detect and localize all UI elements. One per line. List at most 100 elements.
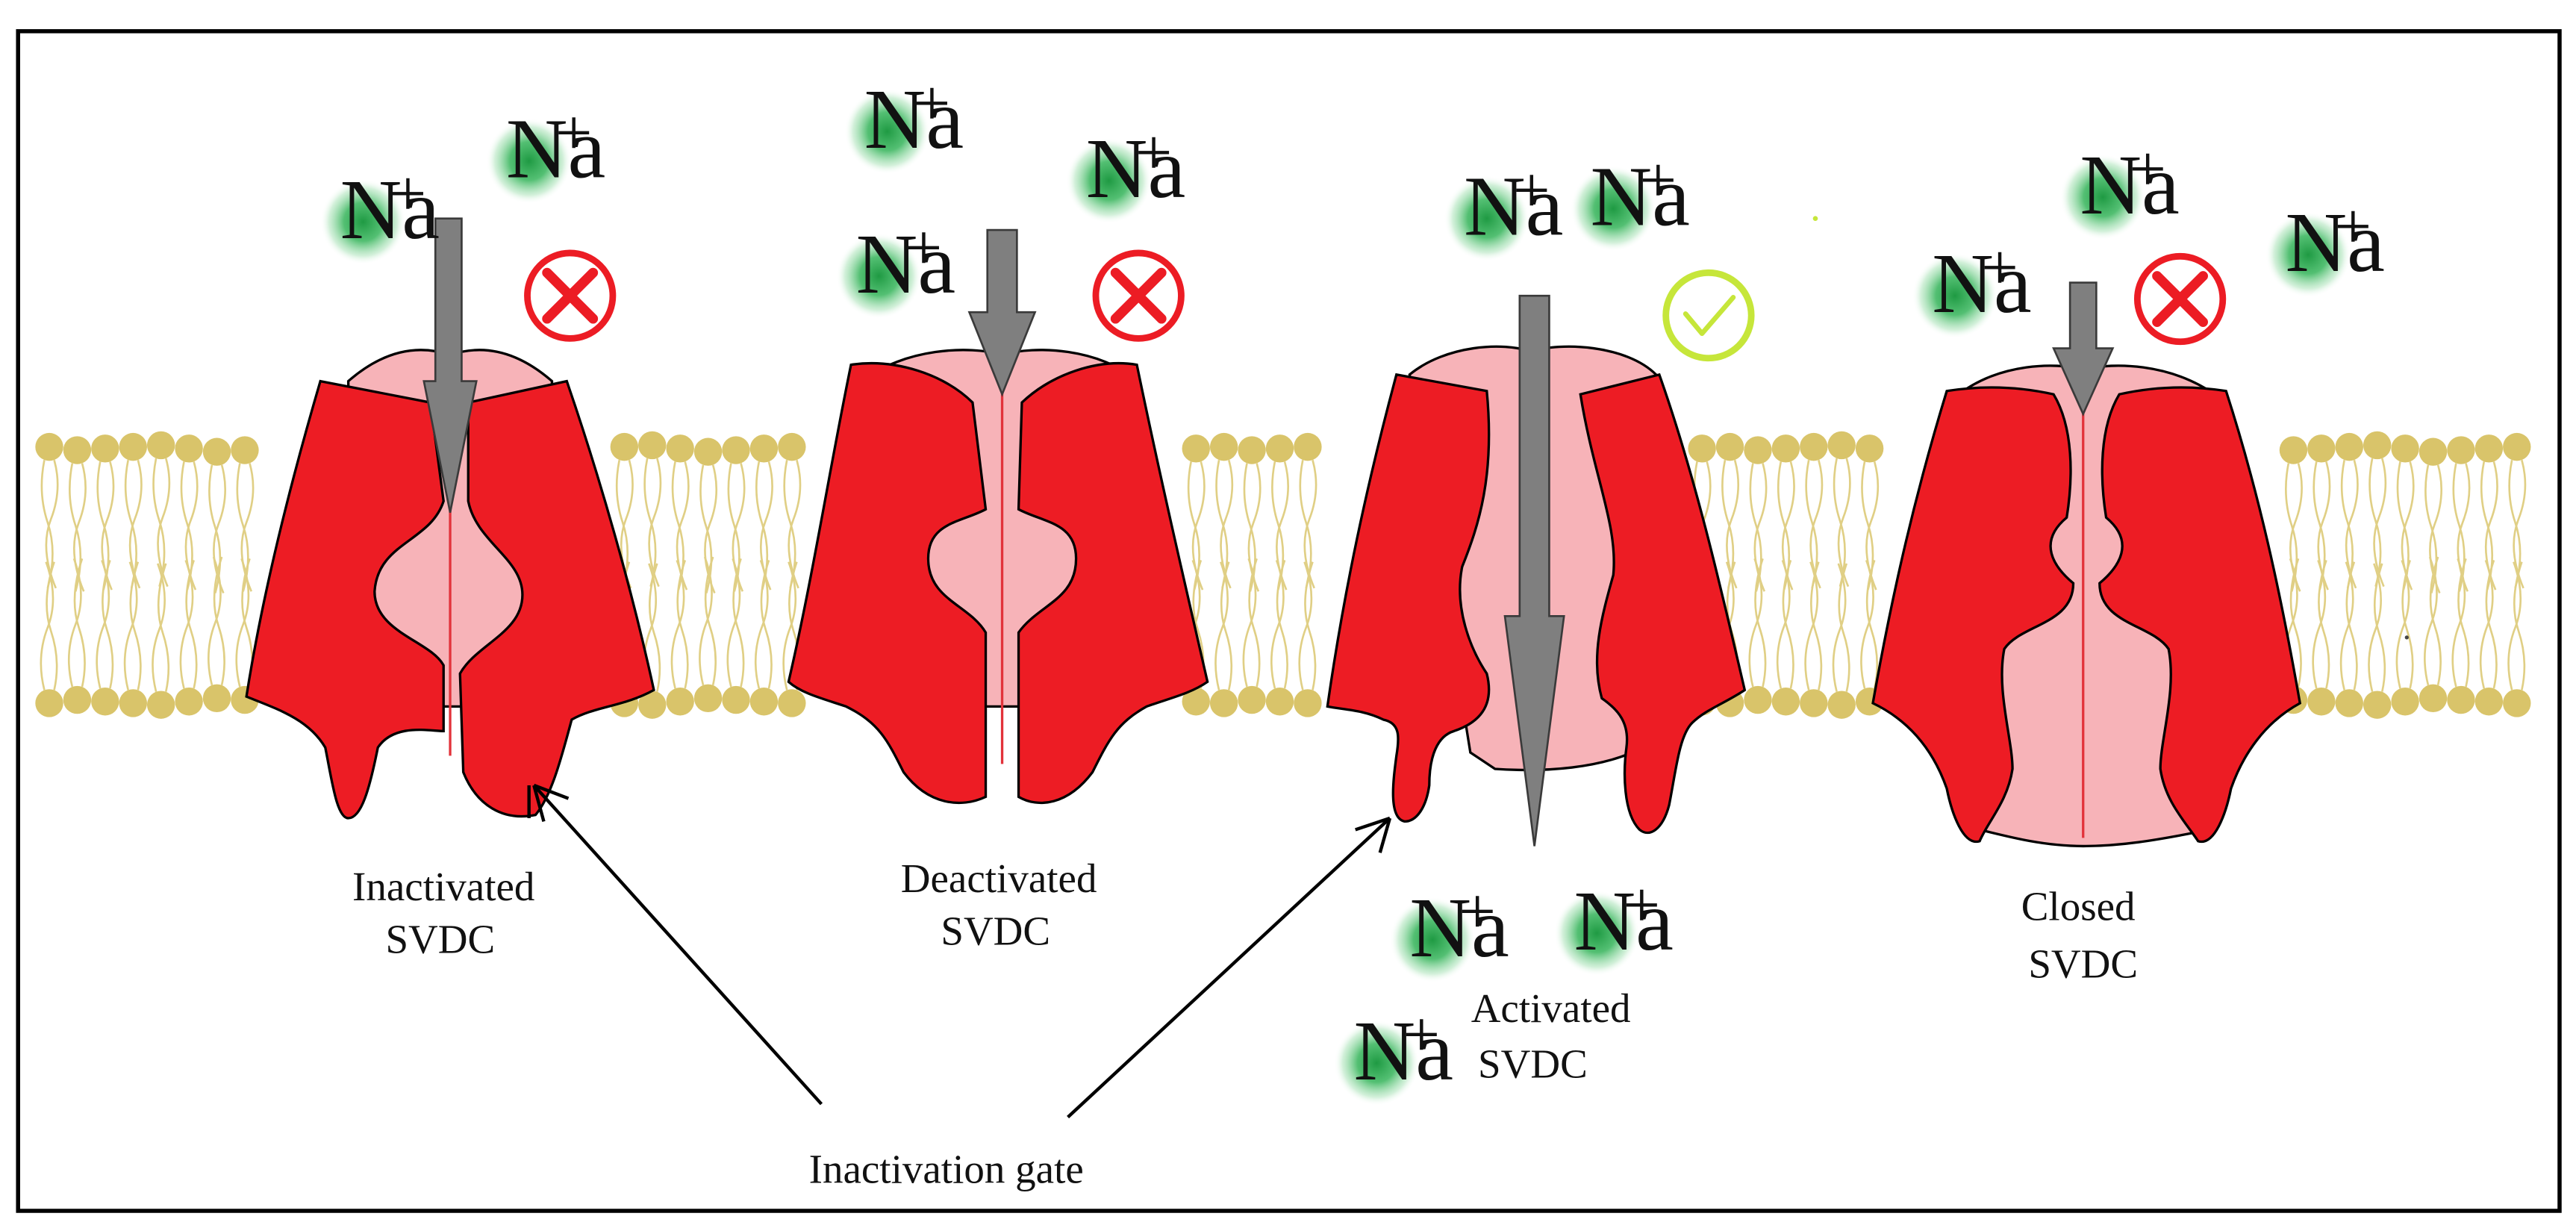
lipid-head <box>2335 689 2363 717</box>
sodium-ion-charge: + <box>914 67 951 140</box>
lipid-head <box>2447 685 2475 714</box>
lipid-tail <box>782 561 797 691</box>
sodium-ion: Na + <box>2265 190 2385 298</box>
sodium-ion-symbol: Na <box>856 216 955 311</box>
lipid-head <box>2418 684 2448 713</box>
lipid-tail <box>704 464 718 593</box>
lipid-head <box>1209 432 1238 461</box>
lipid-head <box>175 434 203 463</box>
lipid-tail <box>213 556 225 686</box>
lipid-tail <box>2429 464 2443 593</box>
lipid-tail <box>2457 558 2470 688</box>
lipid-head <box>1294 432 1322 461</box>
lipid-head <box>2391 434 2419 463</box>
lipid-tail <box>213 464 227 593</box>
lipid-head <box>63 685 92 714</box>
lipid-tail <box>2507 561 2522 691</box>
lipid-tail <box>1804 561 1819 691</box>
lipid-tail <box>727 463 740 592</box>
lipid-tail <box>649 563 661 692</box>
lipid-tail <box>2373 458 2387 588</box>
lipid-head <box>146 431 175 460</box>
lipid-head <box>1800 689 1828 717</box>
lipid-head <box>2363 431 2392 460</box>
lipid-head <box>119 432 147 461</box>
lipid-tail <box>236 463 249 592</box>
sodium-ion-symbol: Na <box>1354 1003 1453 1098</box>
sodium-ion: Na + <box>1571 145 1690 252</box>
sodium-ion-charge: + <box>1459 876 1496 948</box>
lipid-head <box>2503 432 2531 461</box>
check-circle-icon <box>1662 269 1755 362</box>
lipid-head <box>2474 434 2504 463</box>
label-activated-line2: SVDC <box>1478 1041 1588 1087</box>
channel-inactivated <box>245 349 655 820</box>
lipid-tail <box>2429 556 2442 686</box>
lipid-head <box>2279 436 2308 464</box>
lipid-tail <box>1220 561 1233 691</box>
lipid-tail <box>1248 558 1261 688</box>
lipid-tail <box>1865 560 1879 689</box>
arrow-deactivated <box>967 228 1037 397</box>
lipid-tail <box>1214 561 1229 691</box>
sodium-ion-charge: + <box>905 212 943 284</box>
lipid-head <box>1827 431 1856 460</box>
lipid-tail <box>1837 458 1851 588</box>
sodium-ion-charge: + <box>1623 869 1660 941</box>
sodium-ion: Na + <box>486 97 605 204</box>
lipid-tail <box>235 558 250 688</box>
x-mark <box>2152 271 2208 327</box>
lipid-tail <box>96 560 110 689</box>
lipid-head <box>1715 432 1744 461</box>
sodium-ion-symbol: Na <box>1409 880 1509 975</box>
label-closed-line2: SVDC <box>2028 941 2138 986</box>
callout-arrowhead-right <box>1355 816 1392 853</box>
lipid-head <box>1265 434 1294 463</box>
callout-line-right <box>1067 817 1391 1119</box>
lipid-head <box>1182 434 1210 463</box>
lipid-tail <box>2485 560 2498 689</box>
sodium-ion-charge: + <box>1135 116 1173 189</box>
sodium-ions: Na + Na + Na + Na + Na + Na + <box>320 67 2385 1106</box>
lipid-tail <box>2368 458 2382 588</box>
lipid-head <box>1855 434 1884 463</box>
lipid-tail <box>704 556 717 686</box>
channel-inactivated-left-subunit <box>245 379 445 820</box>
lipid-tail <box>1810 561 1823 691</box>
open-marker-activated <box>1662 269 1755 362</box>
sodium-ion: Na + <box>2059 133 2180 240</box>
lipid-head <box>1265 688 1294 716</box>
sodium-ion-symbol: Na <box>1574 873 1673 968</box>
sodium-ion: Na + <box>1066 116 1185 224</box>
lipid-tail <box>1809 459 1824 589</box>
lipid-tail <box>754 560 769 689</box>
lipid-head <box>638 431 667 460</box>
lipid-head <box>638 691 667 719</box>
lipid-head <box>2474 688 2504 716</box>
sodium-ion: Na + <box>1554 869 1674 976</box>
sodium-ion: Na + <box>1912 231 2032 339</box>
lipid-head <box>693 684 723 713</box>
lipid-head <box>722 436 750 464</box>
lipid-head <box>1827 691 1856 719</box>
lipid-tail <box>1304 561 1317 691</box>
lipid-tail <box>157 563 170 692</box>
lipid-tail <box>1220 459 1234 589</box>
lipid-head <box>35 689 63 717</box>
channel-deactivated <box>787 349 1209 805</box>
sodium-ion-symbol: Na <box>864 72 964 166</box>
lipid-tail <box>1832 563 1847 692</box>
lipid-head <box>722 685 750 714</box>
x-mark <box>542 267 599 324</box>
check-mark <box>1682 295 1736 337</box>
lipid-tail <box>1749 463 1762 592</box>
lipid-head <box>693 437 723 466</box>
sodium-ion-charge: + <box>555 97 593 169</box>
lipid-tail <box>2395 560 2410 689</box>
callout-arrowhead-left <box>532 783 570 822</box>
stray-dot <box>1812 216 1818 222</box>
lipid-head <box>1209 689 1238 717</box>
lipid-tail <box>676 560 689 689</box>
lipid-head <box>119 689 147 717</box>
lipid-tail <box>2373 563 2386 692</box>
